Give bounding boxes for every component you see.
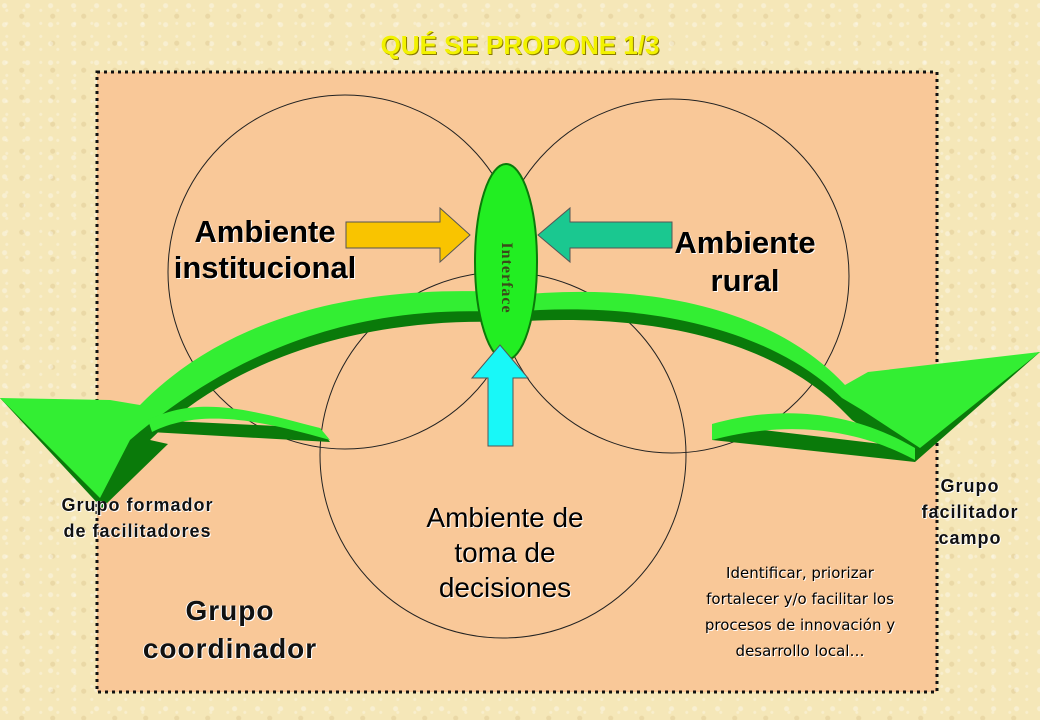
slide-title: QUÉ SE PROPONE 1/3 [380, 30, 660, 60]
interface-label: Interface [498, 242, 515, 314]
description-text: Identificar, priorizar fortalecer y/o fa… [704, 564, 896, 660]
arrow-from-rural [537, 206, 673, 264]
label-ambiente-rural: Ambiente rural [674, 225, 816, 298]
label-ambiente-toma-decisiones: Ambiente de toma de decisiones [426, 502, 584, 603]
arrow-from-toma-decisiones [470, 344, 530, 447]
label-ambiente-institucional: Ambiente institucional [173, 214, 357, 285]
left-curved-arrow [0, 291, 505, 508]
label-grupo-coordinador: Grupo coordinador [142, 595, 318, 664]
arrow-from-institucional [345, 206, 471, 264]
label-grupo-facilitador: Grupo facilitador campo [921, 476, 1019, 548]
label-grupo-formador: Grupo formador de facilitadores [61, 495, 214, 541]
right-curved-arrow [508, 291, 1040, 462]
